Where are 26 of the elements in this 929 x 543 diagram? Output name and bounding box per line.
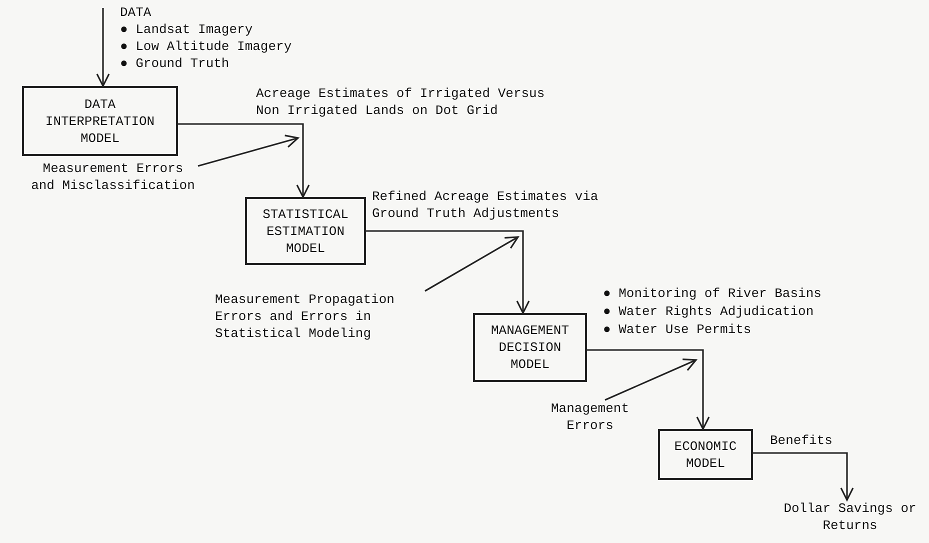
edge-label: Refined Acreage Estimates via Ground Truth Adjustments xyxy=(372,188,600,222)
bullet-item: ● Monitoring of River Basins xyxy=(603,285,822,302)
error-note: Management Errors xyxy=(550,400,630,434)
edge-label: Benefits xyxy=(770,432,834,449)
arrow xyxy=(96,8,110,87)
bullet-item: ● Ground Truth xyxy=(120,55,230,72)
bullet-item: ● Water Rights Adjudication xyxy=(603,303,814,320)
error-note: Measurement Propagation Errors and Errors in Statistical Modeling xyxy=(215,291,396,342)
bullet-item: ● Water Use Permits xyxy=(603,321,752,338)
bullet-item: ● Landsat Imagery xyxy=(120,21,254,38)
leader-arrow xyxy=(198,134,299,167)
process-box: STATISTICAL ESTIMATION MODEL xyxy=(245,197,366,265)
process-box: ECONOMIC MODEL xyxy=(658,429,753,480)
process-box: DATA INTERPRETATION MODEL xyxy=(22,86,178,156)
arrow xyxy=(587,349,710,430)
output-text: Dollar Savings or Returns xyxy=(782,500,918,534)
list-heading: DATA xyxy=(120,4,152,21)
arrow xyxy=(366,230,530,314)
edge-label: Acreage Estimates of Irrigated Versus Non Irrigated Lands on Dot Grid xyxy=(256,85,546,119)
process-box: MANAGEMENT DECISION MODEL xyxy=(473,313,587,382)
bullet-item: ● Low Altitude Imagery xyxy=(120,38,293,55)
arrow xyxy=(753,452,854,501)
error-note: Measurement Errors and Misclassification xyxy=(30,160,196,194)
leader-arrow xyxy=(424,236,519,292)
arrow xyxy=(178,123,310,198)
leader-arrow xyxy=(604,358,697,401)
